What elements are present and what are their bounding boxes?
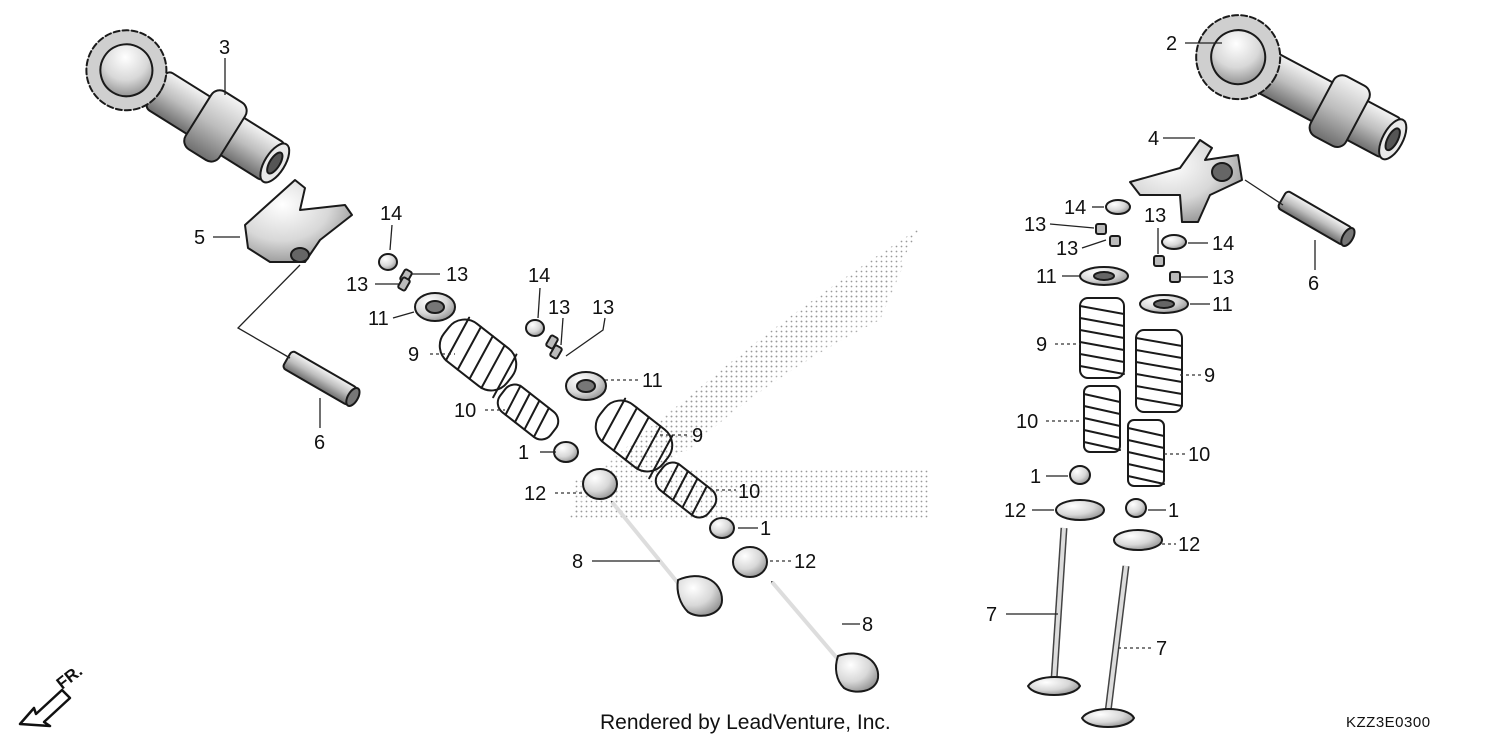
render-credit: Rendered by LeadVenture, Inc. [600, 711, 891, 734]
callout-ra-12: 12 [1004, 500, 1026, 522]
callout-lb-10: 10 [738, 481, 760, 503]
callout-la-14: 14 [380, 203, 402, 225]
callout-la-12: 12 [524, 483, 546, 505]
callout-ra-7: 7 [986, 604, 997, 626]
callout-rb-1: 1 [1168, 500, 1179, 522]
valve-assembly-right-a [1027, 199, 1131, 696]
callout-lb-14: 14 [528, 265, 550, 287]
callout-rb-10: 10 [1188, 444, 1210, 466]
callout-la-1: 1 [518, 442, 529, 464]
callout-lb-13b: 13 [592, 297, 614, 319]
callout-lb-1: 1 [760, 518, 771, 540]
callout-rb-11: 11 [1212, 294, 1233, 316]
callout-rb-13a: 13 [1144, 205, 1166, 227]
callout-ra-13a: 13 [1024, 214, 1046, 236]
callout-la-13a: 13 [346, 274, 368, 296]
callout-la-9: 9 [408, 344, 419, 366]
callout-lb-8: 8 [862, 614, 873, 636]
callout-lb-13a: 13 [548, 297, 570, 319]
front-direction-arrow: FR. [18, 661, 86, 728]
rocker-arm-right [1129, 139, 1243, 223]
callout-rb-12: 12 [1178, 534, 1200, 556]
callout-la-10: 10 [454, 400, 476, 422]
callout-la-8: 8 [572, 551, 583, 573]
callout-rb-9: 9 [1204, 365, 1215, 387]
callout-ra-11: 11 [1036, 266, 1057, 288]
callout-camshaft-left: 3 [219, 37, 230, 59]
callout-ra-14: 14 [1064, 197, 1086, 219]
callout-rocker-shaft-left: 6 [314, 432, 325, 454]
arrow-icon [18, 688, 72, 728]
camshaft-left [85, 29, 291, 184]
callout-lb-12: 12 [794, 551, 816, 573]
callout-camshaft-right: 2 [1166, 33, 1177, 55]
leader-lines [213, 42, 1316, 649]
valve-assembly-left-b [525, 319, 880, 693]
valve-assembly-left-a [378, 253, 723, 617]
callout-lb-9: 9 [692, 425, 703, 447]
direction-label: FR. [53, 661, 86, 693]
callout-ra-13b: 13 [1056, 238, 1078, 260]
callout-rocker-arm-right: 4 [1148, 128, 1159, 150]
callout-rb-13b: 13 [1212, 267, 1234, 289]
callout-labels: 3 2 5 4 6 6 14 13 13 11 9 10 1 12 8 14 1… [194, 33, 1319, 660]
rocker-shaft-left [282, 350, 361, 408]
callout-rb-14: 14 [1212, 233, 1234, 255]
callout-rocker-arm-left: 5 [194, 227, 205, 249]
rocker-shaft-right [1277, 190, 1356, 248]
callout-ra-9: 9 [1036, 334, 1047, 356]
callout-ra-10: 10 [1016, 411, 1038, 433]
callout-lb-11: 11 [642, 370, 663, 392]
callout-rb-7: 7 [1156, 638, 1167, 660]
callout-la-11: 11 [368, 308, 389, 330]
valve-assembly-right-b [1081, 234, 1189, 728]
callout-la-13b: 13 [446, 264, 468, 286]
callout-rocker-shaft-right: 6 [1308, 273, 1319, 295]
callout-ra-1: 1 [1030, 466, 1041, 488]
camshaft-right [1195, 14, 1408, 161]
rocker-arm-left [244, 179, 353, 263]
figure-code: KZZ3E0300 [1346, 714, 1431, 731]
